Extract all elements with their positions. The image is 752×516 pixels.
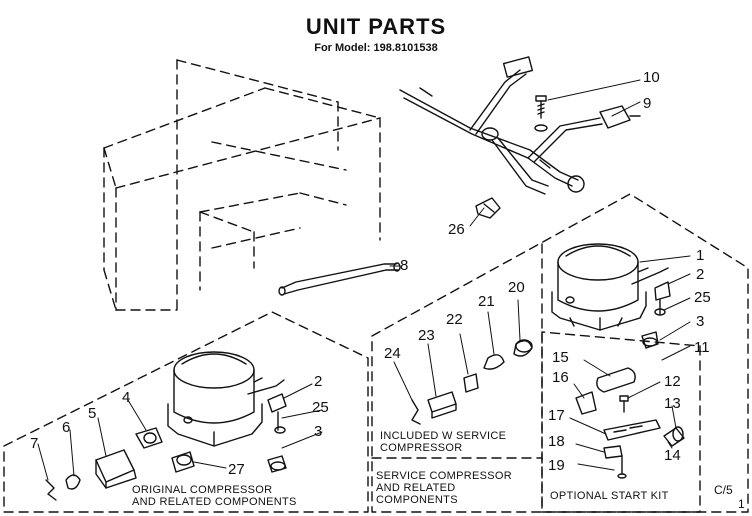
callout-18: 18 (548, 433, 565, 450)
callout-27: 27 (228, 461, 245, 478)
callout-22: 22 (446, 311, 463, 328)
callout-4: 4 (122, 389, 130, 406)
box-optional-start-kit (541, 331, 701, 513)
callout-11: 11 (694, 339, 710, 356)
callout-17: 17 (548, 407, 565, 424)
callout-3-original: 3 (314, 423, 322, 440)
corner-code: C/5 (714, 483, 733, 497)
callout-8: 8 (400, 257, 408, 274)
mount-hardware-upper (641, 281, 671, 349)
diagram-title: UNIT PARTS (305, 14, 447, 39)
clip-26 (475, 197, 501, 219)
callout-12: 12 (664, 373, 681, 390)
callout-26: 26 (448, 221, 465, 238)
original-electrical-parts (45, 427, 195, 501)
callout-6: 6 (62, 419, 70, 436)
callout-24: 24 (384, 345, 401, 362)
original-compressor (167, 351, 285, 447)
wire-harness (399, 56, 641, 195)
callout-10: 10 (643, 69, 660, 86)
screw-10 (534, 95, 548, 132)
callout-19: 19 (548, 457, 565, 474)
callout-7: 7 (30, 435, 38, 452)
callout-16: 16 (552, 369, 569, 386)
corner-code-sub: 1 (738, 497, 745, 511)
callout-5: 5 (88, 405, 96, 422)
callout-13: 13 (664, 395, 681, 412)
leader-lines (37, 79, 691, 481)
callout-20: 20 (508, 279, 525, 296)
label-included-w-service: INCLUDED W SERVICE COMPRESSOR (380, 430, 507, 454)
mount-hardware-lower (267, 393, 287, 473)
box-service-compressor (371, 193, 749, 513)
callout-3-service: 3 (696, 313, 704, 330)
label-optional-start-kit: OPTIONAL START KIT (550, 490, 669, 502)
callout-9: 9 (643, 95, 651, 112)
callout-15: 15 (552, 349, 569, 366)
callout-numbers: 10 9 26 8 1 2 25 3 11 15 16 12 13 17 18 … (30, 69, 745, 511)
callout-2-original: 2 (314, 373, 322, 390)
cabinet-outline (103, 59, 381, 311)
callout-23: 23 (418, 327, 435, 344)
service-compressor (551, 243, 669, 331)
callout-14: 14 (664, 447, 681, 464)
start-kit-parts (575, 367, 685, 479)
callout-1: 1 (696, 247, 704, 264)
box-original-compressor (3, 311, 369, 513)
included-parts (411, 339, 533, 425)
label-service-compressor: SERVICE COMPRESSOR AND RELATED COMPONENT… (376, 470, 513, 506)
callout-21: 21 (478, 293, 495, 310)
model-number: For Model: 198.8101538 (314, 42, 438, 54)
callout-2-service: 2 (696, 266, 704, 283)
label-original-compressor: ORIGINAL COMPRESSOR AND RELATED COMPONEN… (132, 484, 297, 508)
callout-25-service: 25 (694, 289, 711, 306)
drier-8 (278, 262, 401, 296)
callout-25-original: 25 (312, 399, 329, 416)
